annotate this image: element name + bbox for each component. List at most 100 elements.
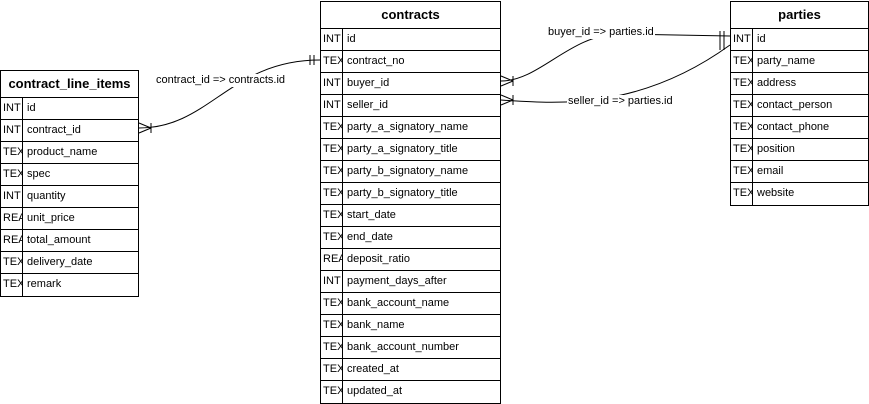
column-name: website [757, 187, 795, 199]
column-type: INT [321, 271, 343, 292]
column-name: contract_no [347, 55, 405, 67]
column-type: TEX [321, 381, 343, 403]
column-row-contact-phone[interactable]: TEX contact_phone [731, 117, 868, 139]
column-type: TEX [731, 51, 753, 72]
column-type: TEX [1, 142, 23, 163]
table-title: contracts [321, 2, 500, 29]
relation-line-seller-id-one-marker [719, 40, 725, 50]
relation-line-buyer-id-one-marker [719, 31, 725, 41]
column-name: party_a_signatory_title [347, 143, 458, 155]
column-row-party-b-signatory-name[interactable]: TEX party_b_signatory_name [321, 161, 500, 183]
column-type: REA [1, 208, 23, 229]
column-row-unit-price[interactable]: REA unit_price [1, 208, 138, 230]
relation-line-seller-id-many-marker [500, 94, 514, 106]
column-row-party-name[interactable]: TEX party_name [731, 51, 868, 73]
column-type: TEX [321, 337, 343, 358]
column-name: remark [27, 278, 62, 290]
column-type: TEX [731, 161, 753, 182]
column-name: unit_price [27, 212, 75, 224]
table-title: contract_line_items [1, 71, 138, 98]
column-row-quantity[interactable]: INT quantity [1, 186, 138, 208]
relation-line-contract-id [138, 59, 321, 129]
column-type: REA [1, 230, 23, 251]
column-name: id [347, 33, 356, 45]
column-name: spec [27, 168, 51, 180]
column-name: party_name [757, 55, 816, 67]
relation-line-buyer-id-many-marker [500, 75, 514, 87]
column-row-address[interactable]: TEX address [731, 73, 868, 95]
column-row-deposit-ratio[interactable]: REA deposit_ratio [321, 249, 500, 271]
column-name: quantity [27, 190, 66, 202]
column-type: TEX [321, 315, 343, 336]
relation-line-contract-id-many-marker [138, 122, 152, 134]
column-type: TEX [321, 183, 343, 204]
column-row-id[interactable]: INT id [321, 29, 500, 51]
column-row-party-a-signatory-title[interactable]: TEX party_a_signatory_title [321, 139, 500, 161]
column-name: delivery_date [27, 256, 93, 268]
column-row-id[interactable]: INT id [1, 98, 138, 120]
column-name: buyer_id [347, 77, 390, 89]
column-name: contact_person [757, 99, 833, 111]
column-type: TEX [1, 274, 23, 296]
column-name: id [27, 102, 36, 114]
column-type: TEX [731, 139, 753, 160]
column-row-product-name[interactable]: TEX product_name [1, 142, 138, 164]
column-name: product_name [27, 146, 98, 158]
column-row-updated-at[interactable]: TEX updated_at [321, 381, 500, 403]
column-row-bank-account-number[interactable]: TEX bank_account_number [321, 337, 500, 359]
column-name: start_date [347, 209, 396, 221]
column-row-remark[interactable]: TEX remark [1, 274, 138, 296]
column-type: TEX [321, 139, 343, 160]
column-name: updated_at [347, 385, 403, 397]
column-name: bank_account_number [347, 341, 459, 353]
column-type: INT [321, 95, 343, 116]
column-type: TEX [321, 359, 343, 380]
column-name: total_amount [27, 234, 91, 246]
column-row-website[interactable]: TEX website [731, 183, 868, 205]
column-row-start-date[interactable]: TEX start_date [321, 205, 500, 227]
column-name: address [757, 77, 797, 89]
column-type: INT [1, 186, 23, 207]
column-type: TEX [1, 252, 23, 273]
column-row-contact-person[interactable]: TEX contact_person [731, 95, 868, 117]
column-type: TEX [731, 73, 753, 94]
column-type: TEX [321, 117, 343, 138]
column-type: INT [1, 98, 23, 119]
column-type: INT [1, 120, 23, 141]
column-type: TEX [321, 161, 343, 182]
column-name: deposit_ratio [347, 253, 410, 265]
column-row-total-amount[interactable]: REA total_amount [1, 230, 138, 252]
column-type: TEX [731, 183, 753, 205]
column-name: end_date [347, 231, 393, 243]
column-type: REA [321, 249, 343, 270]
column-type: TEX [321, 205, 343, 226]
column-row-payment-days-after[interactable]: INT payment_days_after [321, 271, 500, 293]
column-name: payment_days_after [347, 275, 447, 287]
table-title: parties [731, 2, 868, 29]
relation-line-seller-id [500, 44, 731, 103]
column-type: TEX [731, 117, 753, 138]
column-type: TEX [731, 95, 753, 116]
relation-label-buyer-id: buyer_id => parties.id [547, 26, 655, 39]
column-name: contact_phone [757, 121, 830, 133]
column-row-delivery-date[interactable]: TEX delivery_date [1, 252, 138, 274]
column-name: party_b_signatory_name [347, 165, 469, 177]
column-type: INT [321, 29, 343, 50]
